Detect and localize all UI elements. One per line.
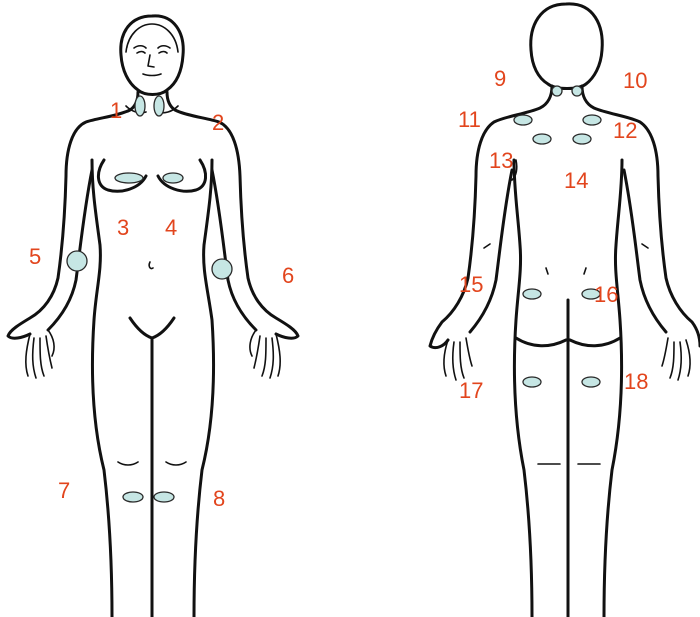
front-torso-right <box>194 160 214 617</box>
point-label-17: 17 <box>459 378 483 403</box>
spot-1 <box>135 96 145 116</box>
back-figure <box>430 4 700 617</box>
spot-14 <box>573 134 591 144</box>
front-knee-left <box>118 462 138 465</box>
spot-17 <box>523 377 541 387</box>
back-hand-right <box>662 338 690 380</box>
point-label-5: 5 <box>29 244 41 269</box>
back-body-left <box>430 86 552 348</box>
point-label-8: 8 <box>213 486 225 511</box>
front-hand-right <box>250 330 280 378</box>
spot-11 <box>514 115 532 125</box>
spot-4 <box>163 173 183 183</box>
point-label-15: 15 <box>459 272 483 297</box>
point-label-16: 16 <box>594 282 618 307</box>
front-body-right <box>167 92 298 338</box>
back-dimple-right <box>584 268 586 274</box>
spot-3 <box>115 173 143 183</box>
back-body-right <box>582 86 700 346</box>
point-label-7: 7 <box>58 478 70 503</box>
point-label-13: 13 <box>489 148 513 173</box>
front-arm-right-inner <box>212 170 256 330</box>
spot-15 <box>523 289 541 299</box>
front-figure <box>8 16 298 617</box>
front-navel <box>149 262 153 269</box>
point-label-11: 11 <box>458 107 481 132</box>
front-face <box>134 46 170 76</box>
back-buttock-left <box>516 338 566 346</box>
spot-9 <box>552 86 562 96</box>
spot-7 <box>123 492 143 502</box>
tender-spots <box>67 86 601 502</box>
point-labels: 1 2 3 4 5 6 7 8 9 10 11 12 13 14 15 16 1… <box>29 66 648 511</box>
front-knee-right <box>166 462 186 465</box>
front-torso-left <box>92 160 112 617</box>
spot-13 <box>533 134 551 144</box>
point-label-14: 14 <box>564 168 588 193</box>
point-label-10: 10 <box>623 68 647 93</box>
point-label-9: 9 <box>494 66 506 91</box>
back-hand-left <box>444 338 472 380</box>
front-hand-left <box>26 330 54 378</box>
back-dimple-left <box>546 268 548 274</box>
back-torso-right <box>604 160 622 617</box>
back-buttock-right <box>570 338 620 346</box>
back-elbow-right <box>642 244 648 248</box>
spot-6 <box>212 259 232 279</box>
point-label-4: 4 <box>165 215 177 240</box>
spot-10 <box>572 86 582 96</box>
spot-12 <box>583 115 601 125</box>
point-label-3: 3 <box>117 215 129 240</box>
front-arm-left-inner <box>48 170 92 330</box>
point-label-12: 12 <box>613 118 637 143</box>
point-label-18: 18 <box>624 369 648 394</box>
point-label-1: 1 <box>110 98 122 123</box>
back-elbow-left <box>484 244 490 248</box>
spot-5 <box>67 251 87 271</box>
back-head <box>531 4 602 89</box>
point-label-6: 6 <box>282 263 294 288</box>
spot-2 <box>154 96 164 116</box>
back-torso-left <box>514 160 532 617</box>
front-groin <box>130 318 174 338</box>
point-label-2: 2 <box>212 110 224 135</box>
spot-18 <box>582 377 600 387</box>
spot-8 <box>154 492 174 502</box>
front-head <box>121 16 183 95</box>
